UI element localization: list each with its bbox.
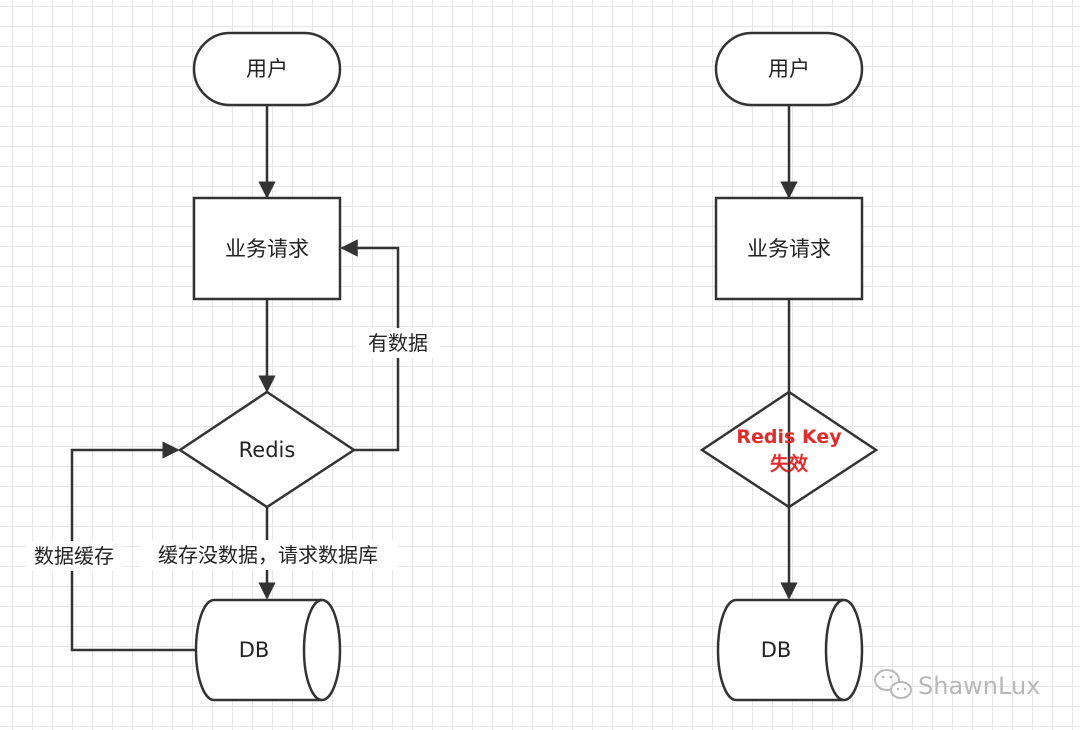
left-edge-has-data-label: 有数据 bbox=[368, 331, 428, 355]
left-edge-cache-data-bg bbox=[26, 541, 122, 571]
left-request-node: 业务请求 bbox=[192, 196, 342, 301]
left-request-shape bbox=[192, 196, 342, 301]
left-request-label: 业务请求 bbox=[225, 237, 309, 261]
right-request-shape bbox=[714, 196, 864, 301]
right-flow: 用户 业务请求 Redis Key 失效 bbox=[699, 31, 879, 702]
right-db-label: DB bbox=[761, 638, 792, 662]
left-edge-cache-data-label: 数据缓存 bbox=[34, 544, 114, 568]
right-redis-key-label-line2: 失效 bbox=[770, 452, 808, 475]
right-db-node: DB bbox=[716, 598, 864, 702]
left-flow: 用户 业务请求 Redis 有数据 缓存没数据，请求数据库 bbox=[26, 31, 440, 702]
right-request-label: 业务请求 bbox=[747, 237, 831, 261]
right-request-node: 业务请求 bbox=[714, 196, 864, 301]
watermark-text: ShawnLux bbox=[918, 672, 1040, 700]
left-redis-node: Redis bbox=[177, 390, 357, 509]
left-redis-label: Redis bbox=[239, 438, 296, 462]
left-user-node: 用户 bbox=[192, 31, 342, 107]
left-db-label: DB bbox=[239, 638, 270, 662]
left-edge-no-cache-label: 缓存没数据，请求数据库 bbox=[158, 543, 378, 567]
left-edge-has-data-bg bbox=[356, 328, 440, 358]
left-user-label: 用户 bbox=[246, 57, 288, 81]
right-user-node: 用户 bbox=[714, 31, 864, 107]
left-db-node: DB bbox=[194, 598, 342, 702]
right-db-rim bbox=[824, 598, 845, 702]
wechat-icon bbox=[874, 669, 912, 699]
left-db-rim bbox=[302, 598, 323, 702]
right-user-label: 用户 bbox=[768, 57, 810, 81]
right-redis-key-label-line1: Redis Key bbox=[736, 426, 842, 448]
left-edge-no-cache-bg bbox=[140, 540, 398, 570]
watermark: ShawnLux bbox=[874, 669, 1040, 700]
right-redis-key-node: Redis Key 失效 bbox=[699, 390, 879, 509]
